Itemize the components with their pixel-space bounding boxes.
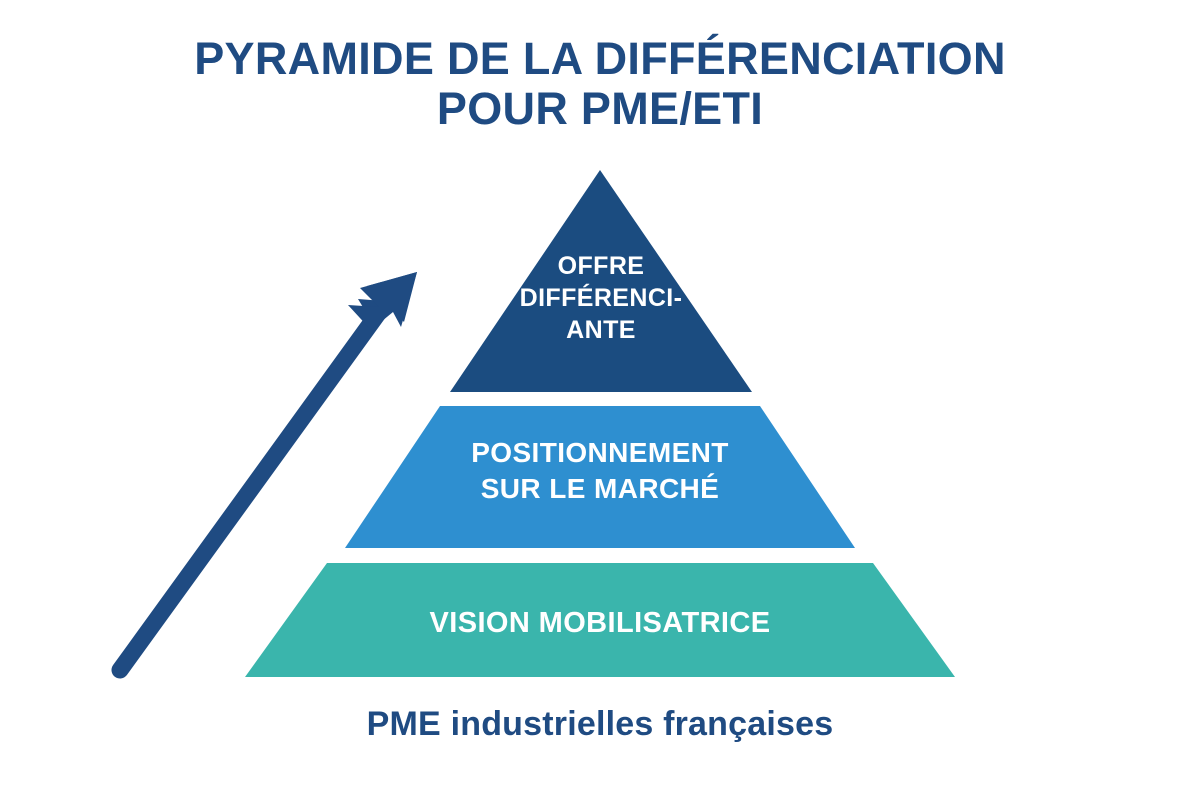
arrow-head-fill bbox=[348, 272, 417, 330]
pyramid-tier-bottom[interactable] bbox=[245, 563, 955, 677]
pyramid-tier-top[interactable] bbox=[450, 170, 752, 392]
title-line-1: PYRAMIDE DE LA DIFFÉRENCIATION bbox=[194, 33, 1006, 84]
pyramid-tier-middle[interactable] bbox=[345, 406, 855, 548]
page-title: PYRAMIDE DE LA DIFFÉRENCIATION POUR PME/… bbox=[0, 33, 1200, 135]
title-line-2: POUR PME/ETI bbox=[436, 83, 764, 135]
upward-growth-arrow bbox=[111, 272, 417, 679]
arrow-shaft bbox=[111, 299, 391, 679]
diagram-caption: PME industrielles françaises bbox=[366, 705, 834, 743]
